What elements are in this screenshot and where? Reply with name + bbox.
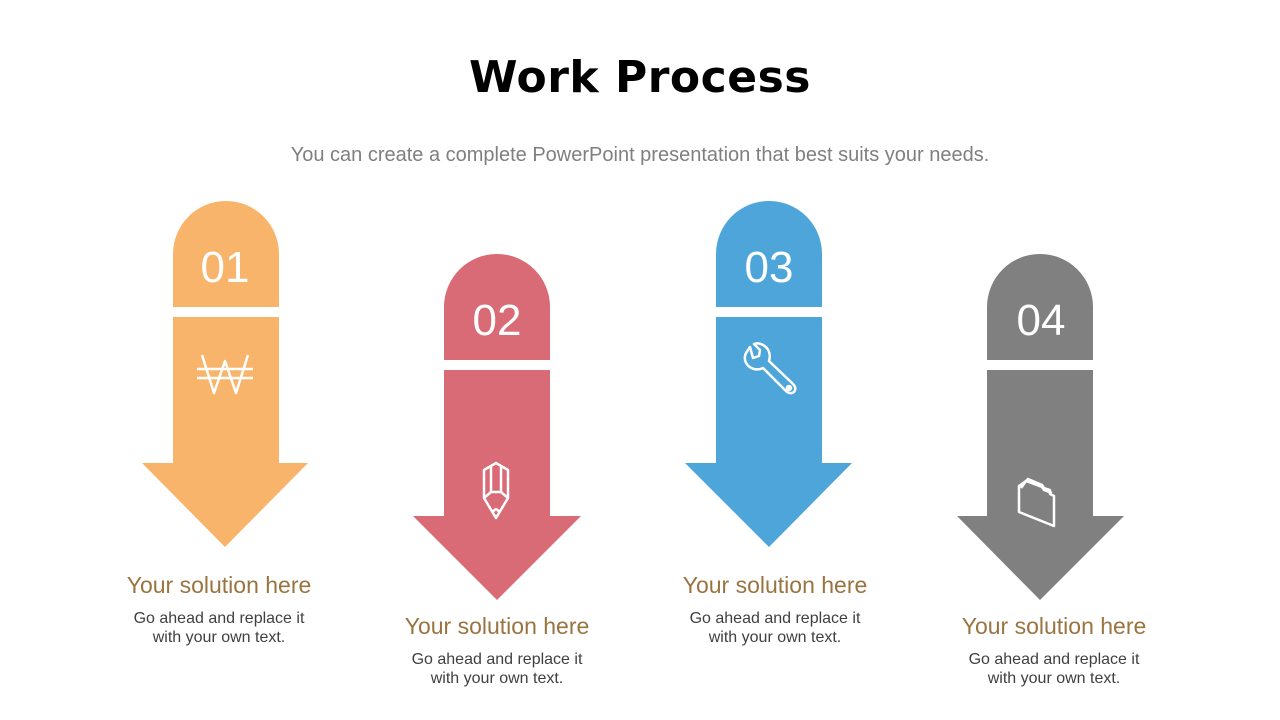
- arrow-shape: [685, 201, 852, 547]
- step-body-line: with your own text.: [152, 629, 286, 646]
- step-heading: Your solution here: [682, 572, 868, 598]
- step-body-line: with your own text.: [430, 670, 564, 687]
- step-heading: Your solution here: [126, 572, 312, 598]
- step-body: Go ahead and replace it with your own te…: [79, 609, 359, 647]
- step-number: 02: [472, 296, 522, 345]
- step-body-line: Go ahead and replace it: [968, 651, 1140, 668]
- step-heading: Your solution here: [961, 613, 1147, 639]
- step-number: 03: [744, 243, 794, 292]
- slide-subtitle: You can create a complete PowerPoint pre…: [290, 144, 990, 166]
- step-body-line: Go ahead and replace it: [689, 610, 861, 627]
- step-body: Go ahead and replace it with your own te…: [914, 650, 1194, 688]
- step-body-line: with your own text.: [987, 670, 1121, 687]
- step-1-caption: Your solution here Go ahead and replace …: [79, 572, 359, 647]
- arrow-shape: [413, 254, 581, 600]
- step-heading: Your solution here: [404, 613, 590, 639]
- step-3-caption: Your solution here Go ahead and replace …: [635, 572, 915, 647]
- step-body-line: Go ahead and replace it: [133, 610, 305, 627]
- step-4-caption: Your solution here Go ahead and replace …: [914, 613, 1194, 688]
- step-2-caption: Your solution here Go ahead and replace …: [357, 613, 637, 688]
- step-number: 01: [200, 243, 250, 292]
- step-body: Go ahead and replace it with your own te…: [357, 650, 637, 688]
- slide-title: Work Process: [469, 52, 811, 103]
- step-number: 04: [1016, 296, 1066, 345]
- step-body: Go ahead and replace it with your own te…: [635, 609, 915, 647]
- step-body-line: Go ahead and replace it: [411, 651, 583, 668]
- arrow-shape: [142, 201, 308, 547]
- step-body-line: with your own text.: [708, 629, 842, 646]
